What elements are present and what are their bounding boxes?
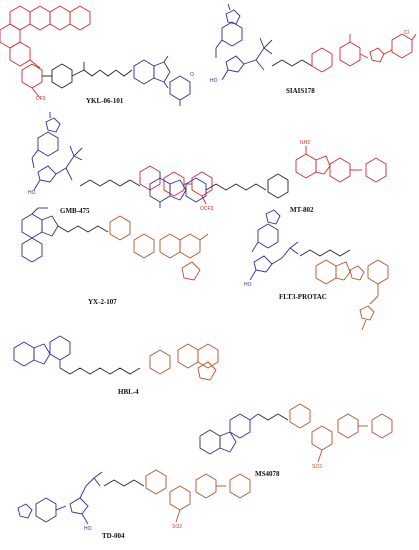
label-mt-802: MT-802 (290, 206, 314, 214)
so2-label-2: SO2 (172, 524, 182, 530)
mt-802-structure (149, 146, 387, 208)
siais178-structure (215, 3, 417, 81)
cf3-label: CF3 (36, 96, 46, 102)
label-hbl-4: HBL-4 (118, 388, 139, 396)
hbl-4-structure (13, 335, 219, 381)
label-flt3-protac: FLT3-PROTAC (279, 293, 327, 301)
so2-label-1: SO2 (312, 464, 322, 470)
label-ykl-06-101: YKL-06-101 (86, 97, 124, 105)
label-td-004: TD-004 (102, 532, 125, 540)
oh-label-4: HO (84, 526, 92, 532)
flt3-protac-structure (249, 209, 389, 331)
td-004-structure (17, 469, 251, 525)
ms4078-structure (199, 403, 393, 463)
nh2-label: NH2 (300, 140, 310, 146)
ocf3-label: OCF3 (200, 206, 214, 212)
yx-2-107-structure (21, 207, 209, 281)
label-gmb-475: GMB-475 (60, 207, 90, 215)
cl-label: Cl (404, 30, 409, 36)
label-ms4078: MS4078 (255, 470, 280, 478)
gmb-475-structure (31, 112, 213, 205)
label-siais178: SIAIS178 (286, 87, 315, 95)
ho-label-2: HO (28, 190, 36, 196)
label-yx-2-107: YX-2-107 (88, 298, 117, 306)
ho-label-1: HO (210, 78, 218, 84)
ho-label-3: HO (244, 282, 252, 288)
o-label-1: O (190, 72, 194, 78)
ykl-06-101-structure (0, 5, 191, 106)
